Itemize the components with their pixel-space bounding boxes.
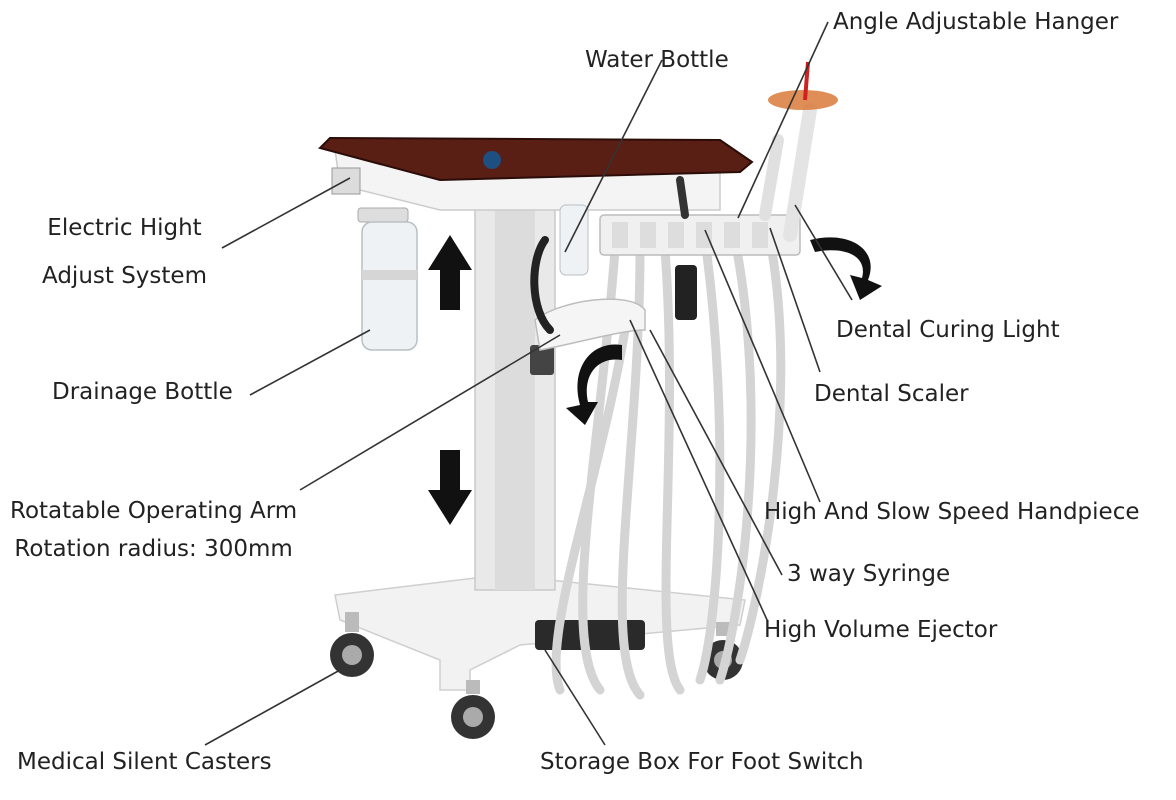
drainage-bottle <box>357 207 418 351</box>
operating-arm <box>534 298 646 351</box>
label-electric-height-line2: Adjust System <box>42 263 207 289</box>
curing-light-shield <box>768 90 838 110</box>
label-operating-arm-line2: Rotation radius: 300mm <box>14 536 293 562</box>
hoses <box>551 235 786 700</box>
instrument-holder <box>599 214 801 320</box>
label-3-way-syringe: 3 way Syringe <box>787 561 951 587</box>
handpiece-holder <box>675 265 697 320</box>
leader-lines <box>204 21 853 746</box>
label-electric-height-adjust: Electric Hight Adjust System <box>42 204 207 300</box>
label-medical-silent-casters: Medical Silent Casters <box>17 749 272 775</box>
label-handpiece: High And Slow Speed Handpiece <box>764 499 1140 525</box>
cart-base <box>334 574 746 691</box>
label-operating-arm-line1: Rotatable Operating Arm <box>10 498 298 524</box>
scaler-handpiece <box>759 134 784 221</box>
column-handle <box>530 345 554 375</box>
label-high-volume-ejector: High Volume Ejector <box>764 617 998 643</box>
label-water-bottle: Water Bottle <box>585 47 729 73</box>
tray-logo <box>483 151 501 169</box>
water-bottle <box>559 204 589 276</box>
rotate-arrow-icon <box>810 237 882 300</box>
label-drainage-bottle: Drainage Bottle <box>52 379 233 405</box>
label-electric-height-line1: Electric Hight <box>47 215 202 241</box>
label-dental-scaler: Dental Scaler <box>814 381 969 407</box>
label-storage-box: Storage Box For Foot Switch <box>540 749 864 775</box>
caster-front-left <box>330 612 374 677</box>
label-dental-curing-light: Dental Curing Light <box>836 317 1060 343</box>
lift-column <box>474 199 556 591</box>
label-rotatable-operating-arm: Rotatable Operating Arm Rotation radius:… <box>10 492 297 568</box>
rotate-arrow-icon <box>566 344 622 425</box>
arrow-down-icon <box>428 450 472 525</box>
instrument-tray <box>318 136 754 182</box>
curing-light-handpiece <box>783 103 817 242</box>
arrow-up-icon <box>428 235 472 310</box>
caster-front <box>451 680 495 739</box>
label-angle-adjustable-hanger: Angle Adjustable Hanger <box>833 9 1119 35</box>
